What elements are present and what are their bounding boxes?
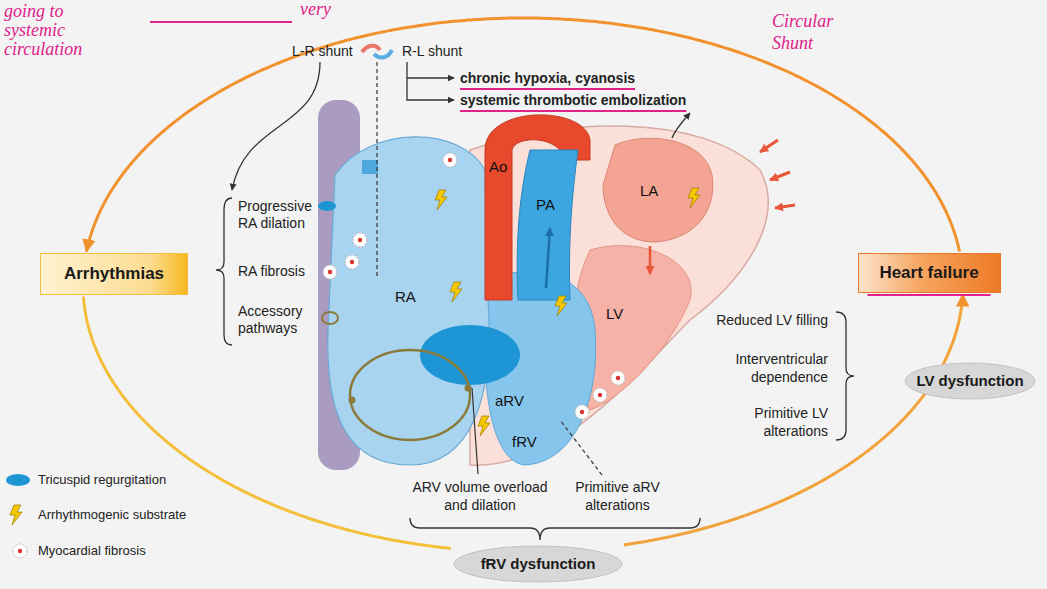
outcome-box: Arrhythmias: [40, 253, 188, 295]
node-label: Arrhythmias: [64, 264, 164, 284]
bracket: [216, 198, 232, 345]
legend-row: Tricuspid regurgitation: [0, 472, 240, 488]
list-item: Progressive RA dilation: [238, 198, 328, 232]
legend-label: Tricuspid regurgitation: [38, 472, 240, 488]
bracket: [836, 312, 854, 440]
chamber-label: aRV: [495, 392, 524, 409]
bracket: [410, 518, 700, 540]
chamber-label: PA: [536, 196, 555, 213]
handwritten-underline: [460, 88, 635, 90]
chamber-label: fRV: [512, 433, 537, 450]
shunt-icon: [362, 46, 392, 58]
outcome-box: Heart failure: [858, 253, 1001, 293]
handwritten-note: very: [300, 0, 331, 19]
left-atrium: [603, 138, 713, 242]
legend-swatch: [6, 474, 30, 486]
right-atrium: [328, 137, 489, 465]
list-item: Primitive LV alterations: [698, 404, 828, 440]
cycle-arc: [87, 18, 960, 252]
dysfunction-ellipse: fRV dysfunction: [453, 545, 623, 583]
consequence-label: systemic thrombotic embolization: [460, 92, 686, 109]
node-label: fRV dysfunction: [481, 555, 596, 573]
handwritten-note: going to systemic circulation: [4, 2, 99, 59]
ellipse-shape: [454, 546, 622, 582]
list-item: ARV volume overload and dilation: [405, 478, 555, 514]
consequence-label: chronic hypoxia, cyanosis: [460, 70, 635, 87]
shunt-label: L-R shunt: [292, 43, 353, 59]
chamber-label: LV: [606, 305, 623, 322]
legend-label: Myocardial fibrosis: [38, 543, 240, 559]
list-item: Interventricular dependence: [698, 350, 828, 386]
list-item: Reduced LV filling: [698, 311, 828, 329]
handwritten-underline: [868, 294, 991, 296]
flow-arrow: [546, 228, 550, 288]
list-item: RA fibrosis: [238, 263, 305, 280]
legend-row: Arrhythmogenic substrate: [0, 507, 240, 523]
accessory-pathway: [350, 350, 470, 440]
flow-arrow: [649, 246, 652, 274]
node-label: LV dysfunction: [916, 372, 1023, 390]
dysfunction-ellipse: LV dysfunction: [904, 362, 1036, 400]
aorta: [485, 115, 590, 300]
chamber-label: RA: [395, 288, 416, 305]
cycle-arc: [624, 294, 963, 545]
legend-label: Arrhythmogenic substrate: [38, 507, 240, 523]
list-item: Accessory pathways: [238, 303, 328, 337]
legend-row: Myocardial fibrosis: [0, 543, 240, 559]
heart-wall: [470, 126, 768, 465]
list-item: Primitive aRV alterations: [560, 478, 675, 514]
handwritten-underline: [460, 110, 686, 112]
shunt-label: R-L shunt: [402, 43, 462, 59]
baffle: [362, 160, 378, 174]
handwritten-note: Circular Shunt: [772, 10, 872, 54]
chamber-label: Ao: [489, 158, 507, 175]
pulmonary-artery: [517, 150, 578, 300]
node-label: Heart failure: [879, 263, 978, 283]
chamber-label: LA: [640, 182, 658, 199]
ellipse-shape: [905, 363, 1035, 399]
